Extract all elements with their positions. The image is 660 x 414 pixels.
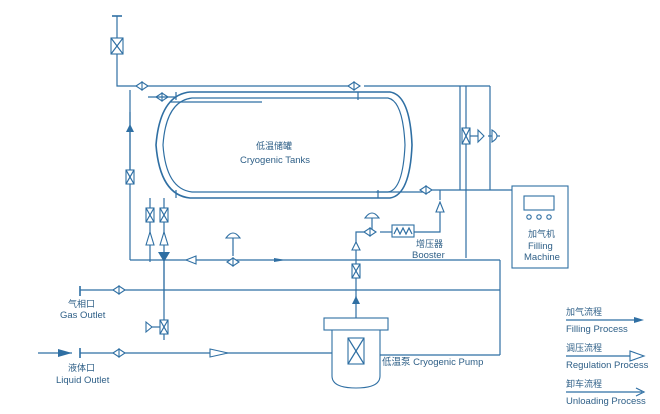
legend-filling-en: Filling Process bbox=[566, 324, 628, 335]
tank-right-valves bbox=[419, 85, 512, 258]
gas-outlet-label-cn: 气相口 bbox=[68, 299, 96, 309]
legend-regulation-cn: 调压流程 bbox=[566, 343, 603, 353]
booster-label-cn: 增压器 bbox=[416, 239, 444, 249]
legend-regulation-en: Regulation Process bbox=[566, 360, 649, 371]
filling-machine-label-en-1: Filling bbox=[528, 241, 553, 252]
filling-machine-label-cn: 加气机 bbox=[528, 229, 556, 239]
cryogenic-pump bbox=[323, 240, 500, 389]
left-return-line bbox=[125, 112, 500, 261]
gas-outlet-line bbox=[79, 260, 501, 355]
liquid-outlet-label-en: Liquid Outlet bbox=[56, 375, 110, 386]
liquid-outlet-line bbox=[38, 347, 334, 359]
filling-machine-label-en-2: Machine bbox=[524, 252, 560, 263]
booster-label-en: Booster bbox=[412, 250, 445, 261]
legend-unloading-en: Unloading Process bbox=[566, 396, 646, 407]
pump-label: 低温泵 Cryogenic Pump bbox=[382, 357, 484, 368]
legend-unloading-cn: 卸车流程 bbox=[566, 379, 603, 389]
legend-arrows bbox=[566, 317, 646, 397]
liquid-outlet-label-cn: 液体口 bbox=[68, 363, 96, 373]
regulating-valve bbox=[184, 232, 286, 268]
tank-feed-lines bbox=[145, 198, 170, 340]
filling-machine bbox=[511, 185, 569, 269]
tank-label-en: Cryogenic Tanks bbox=[240, 155, 311, 166]
tank-label-cn: 低温储罐 bbox=[256, 141, 293, 151]
liquid-line-valve bbox=[145, 319, 169, 335]
booster bbox=[355, 190, 445, 300]
cryogenic-tank bbox=[155, 91, 430, 199]
top-line-valves bbox=[135, 80, 420, 103]
gas-outlet-label-en: Gas Outlet bbox=[60, 310, 106, 321]
legend-filling-cn: 加气流程 bbox=[566, 307, 603, 317]
